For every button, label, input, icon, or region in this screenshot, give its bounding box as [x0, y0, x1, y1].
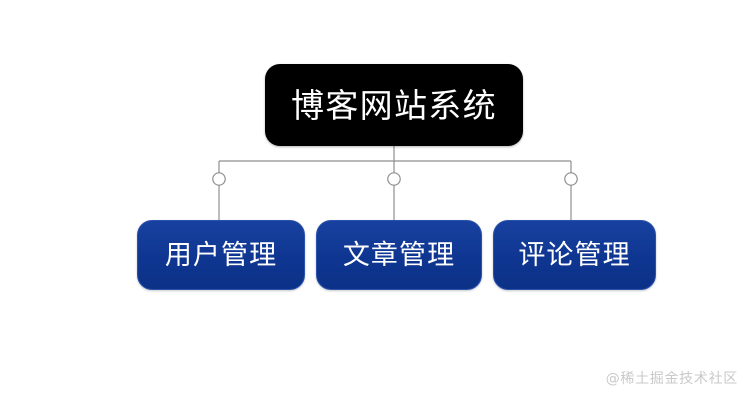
node-comment-management[interactable]: 评论管理 — [493, 220, 656, 290]
node-user-management[interactable]: 用户管理 — [137, 220, 305, 290]
connector-marker-circle-1 — [387, 172, 401, 186]
watermark: @稀土掘金技术社区 — [605, 371, 738, 387]
connector-marker-circle-0 — [212, 172, 226, 186]
node-user-management-label: 用户管理 — [164, 239, 278, 271]
node-article-management[interactable]: 文章管理 — [316, 220, 482, 290]
node-root[interactable]: 博客网站系统 — [265, 64, 523, 146]
node-root-label: 博客网站系统 — [291, 85, 497, 125]
node-article-management-label: 文章管理 — [342, 239, 456, 271]
node-comment-management-label: 评论管理 — [518, 239, 631, 271]
connector-marker-circle-2 — [564, 172, 578, 186]
